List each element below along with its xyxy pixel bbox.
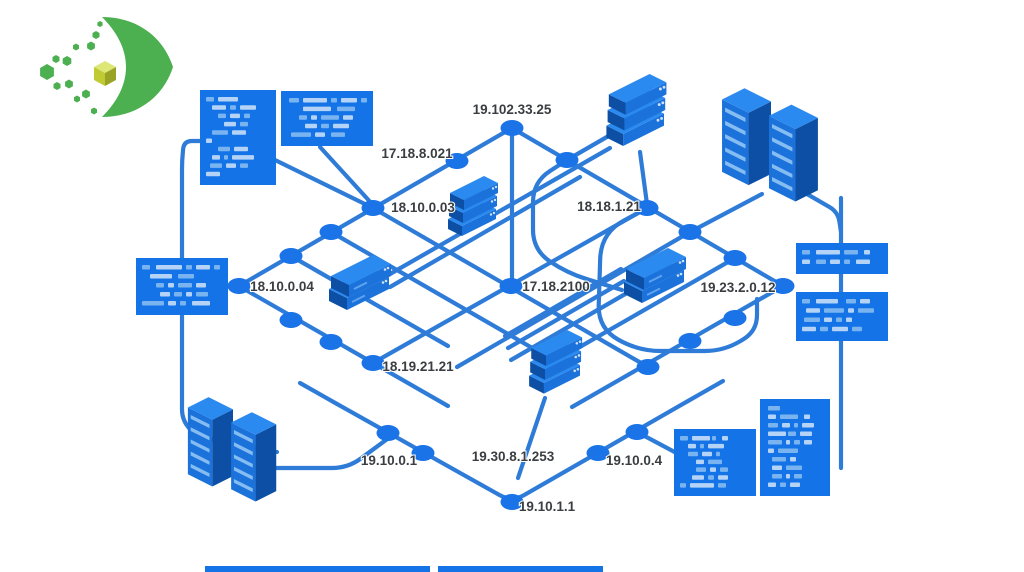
connection-line <box>569 283 786 410</box>
connection-line <box>272 157 374 210</box>
network-node <box>635 200 659 216</box>
network-node <box>586 445 610 461</box>
ip-address-label: 19.102.33.25 <box>473 102 552 117</box>
cropped-panel-strip <box>205 566 430 572</box>
network-node <box>500 494 524 510</box>
logo-hexagon <box>52 55 60 63</box>
logo-hexagon <box>97 21 103 27</box>
network-node <box>771 278 795 294</box>
network-node <box>361 355 385 371</box>
connection-line <box>530 157 625 293</box>
network-node <box>361 200 385 216</box>
code-panel <box>796 292 888 341</box>
connection-line <box>274 434 393 471</box>
code-panel <box>674 429 756 496</box>
network-node <box>499 278 523 294</box>
network-node <box>500 120 524 136</box>
network-node <box>279 248 303 264</box>
logo-hexagon <box>65 79 73 89</box>
ip-address-label: 19.10.1.1 <box>519 499 576 514</box>
logo-cube-right <box>105 67 116 86</box>
ip-address-label: 18.10.0.04 <box>250 279 314 294</box>
connection-line <box>288 253 451 349</box>
network-node <box>555 152 579 168</box>
network-node <box>678 224 702 240</box>
connection-line <box>596 205 760 354</box>
logo-hexagon <box>74 95 80 103</box>
connection-line <box>328 229 570 371</box>
network-node <box>319 334 343 350</box>
ip-address-label: 17.18.2100 <box>522 279 590 294</box>
ip-address-label: 19.30.8.1.253 <box>472 449 555 464</box>
network-node <box>445 153 469 169</box>
connection-line <box>637 149 650 207</box>
cropped-panel-strip <box>438 566 603 572</box>
connection-line <box>689 191 765 234</box>
code-panel <box>281 91 373 146</box>
logo-hexagon <box>53 82 61 90</box>
logo-cube-left <box>94 67 105 86</box>
network-node <box>279 312 303 328</box>
connection-line <box>508 290 630 363</box>
connection-line <box>387 174 583 290</box>
server-rack-icon <box>187 397 277 502</box>
connection-line <box>515 395 548 481</box>
logo-hexagon <box>62 56 72 66</box>
logo-hexagon <box>73 43 79 51</box>
connection-line <box>297 378 726 501</box>
ip-address-label: 19.23.2.0.12 <box>700 280 775 295</box>
network-node <box>723 250 747 266</box>
logo-eye-shape <box>102 17 173 117</box>
logo-hexagon <box>40 64 54 80</box>
ip-address-label: 19.10.0.4 <box>606 453 663 468</box>
network-node <box>678 333 702 349</box>
server-stack-icon <box>606 74 667 146</box>
code-panel <box>200 90 276 185</box>
network-node <box>227 278 251 294</box>
ip-address-label: 18.10.0.03 <box>391 200 455 215</box>
connection-line <box>236 283 451 409</box>
server-stack-icon <box>328 254 392 311</box>
server-stack-icon <box>623 247 687 304</box>
network-node <box>319 224 343 240</box>
connection-line <box>454 229 693 370</box>
server-rack-icon <box>722 88 818 202</box>
connection-line <box>387 145 613 277</box>
connection-line <box>502 266 624 339</box>
connection-line <box>575 255 738 351</box>
ip-address-label: 17.18.8.021 <box>381 146 453 161</box>
hexagon-cube-eye-logo <box>40 17 173 117</box>
connection-line <box>797 187 844 235</box>
connection-line <box>317 144 376 208</box>
logo-hexagon <box>92 31 100 39</box>
code-panel <box>796 243 888 274</box>
ip-address-label: 18.19.21.21 <box>382 359 454 374</box>
network-node <box>625 424 649 440</box>
code-panel <box>760 399 830 496</box>
logo-hexagon <box>91 107 97 115</box>
ip-address-label: 18.18.1.21 <box>577 199 641 214</box>
network-node <box>411 445 435 461</box>
code-panel <box>136 258 228 315</box>
network-node <box>376 425 400 441</box>
network-node <box>723 310 747 326</box>
logo-hexagon <box>82 89 90 99</box>
network-node <box>636 359 660 375</box>
connection-line <box>505 278 627 351</box>
logo-hexagon <box>87 41 95 51</box>
server-stack-icon <box>529 330 583 394</box>
ip-address-label: 19.10.0.1 <box>361 453 418 468</box>
